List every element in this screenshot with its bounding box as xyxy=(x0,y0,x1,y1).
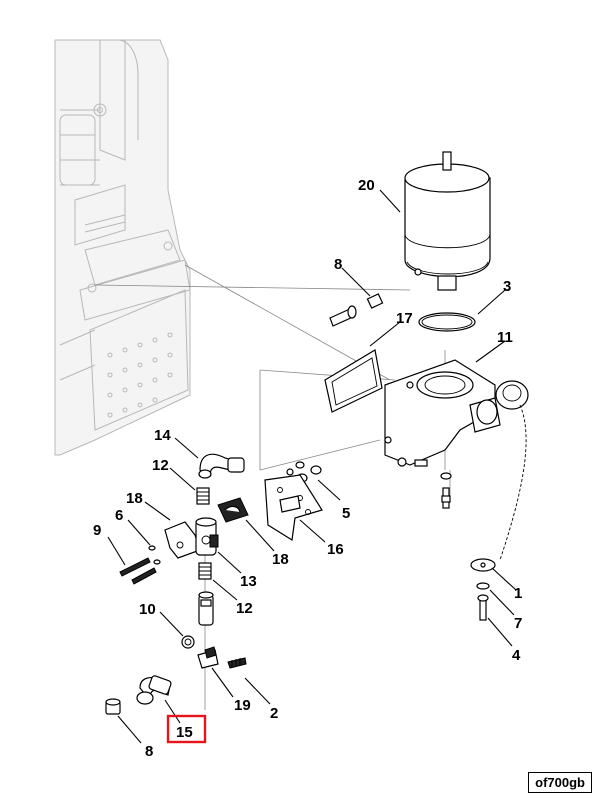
callout-18-left: 18 xyxy=(126,490,143,507)
callout-8-top: 8 xyxy=(334,256,342,273)
callout-9: 9 xyxy=(93,522,101,539)
bolt-right xyxy=(477,594,489,621)
gasket xyxy=(324,349,383,413)
callout-2: 2 xyxy=(270,705,278,722)
callout-13: 13 xyxy=(240,573,257,590)
callout-20: 20 xyxy=(358,177,375,194)
hose-fitting-top xyxy=(198,453,245,479)
fuel-filter-canister xyxy=(404,151,491,291)
fitting-lower xyxy=(198,562,212,580)
callout-1: 1 xyxy=(514,585,522,602)
callout-11: 11 xyxy=(497,329,513,346)
nuts xyxy=(286,461,322,483)
fitting-bottom xyxy=(105,698,121,715)
clip xyxy=(197,646,219,669)
leader-lines xyxy=(107,189,517,744)
engine-block-background xyxy=(54,39,191,456)
callout-5: 5 xyxy=(342,505,350,522)
bolts-left xyxy=(119,557,157,585)
filter-head xyxy=(384,359,501,467)
callout-17: 17 xyxy=(396,310,413,327)
callout-15: 15 xyxy=(176,724,193,741)
hose-elbow-fitting xyxy=(136,675,172,705)
washers-left xyxy=(148,545,161,565)
clamp-left xyxy=(164,521,201,559)
callout-18-right: 18 xyxy=(272,551,289,568)
figure-code-label: of700gb xyxy=(528,772,592,793)
callout-19: 19 xyxy=(234,697,251,714)
callout-15-highlight-box xyxy=(166,714,207,744)
clamp-right xyxy=(217,497,249,523)
washer-10 xyxy=(181,635,195,649)
callout-16: 16 xyxy=(327,541,344,558)
callout-3: 3 xyxy=(503,278,511,295)
fitting-top xyxy=(329,293,384,327)
valve-body xyxy=(195,517,219,556)
callout-12-upper: 12 xyxy=(152,457,169,474)
mounting-bracket xyxy=(264,474,323,542)
callout-7: 7 xyxy=(514,615,522,632)
callout-12-lower: 12 xyxy=(236,600,253,617)
bolt-center xyxy=(440,472,452,509)
callout-labels: 20 8 3 17 11 14 12 5 18 6 9 18 16 13 12 … xyxy=(93,177,522,760)
filter-cap-chain xyxy=(470,380,529,572)
o-ring-seal xyxy=(418,312,476,332)
callout-14: 14 xyxy=(154,427,171,444)
callout-4: 4 xyxy=(512,647,521,664)
screw xyxy=(227,657,247,669)
callout-8-bottom: 8 xyxy=(145,743,153,760)
tube-assembly xyxy=(198,591,214,626)
callout-10: 10 xyxy=(139,601,156,618)
callout-6: 6 xyxy=(115,507,123,524)
fitting-upper xyxy=(196,487,210,505)
washer xyxy=(476,582,490,590)
